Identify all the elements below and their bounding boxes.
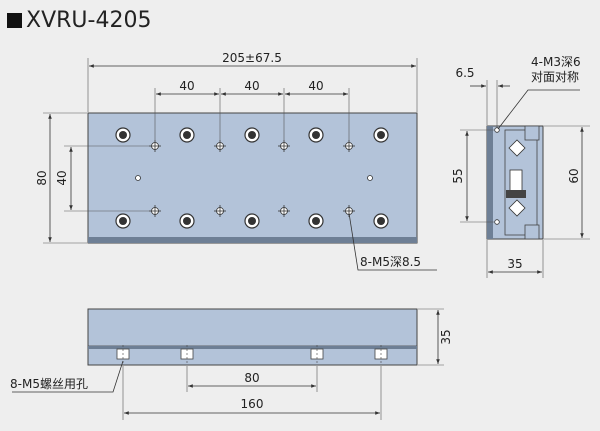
width-label: 80 <box>35 170 49 185</box>
offset-label: 6.5 <box>455 66 474 80</box>
model-name: XVRU-4205 <box>26 8 152 33</box>
title-bullet-square <box>7 13 22 28</box>
lower-v-groove <box>508 199 526 217</box>
pin-hole-right <box>367 175 373 181</box>
front-span-label: 160 <box>241 397 264 411</box>
side-width-label: 35 <box>507 257 522 271</box>
row-spacing-label: 40 <box>55 170 69 185</box>
front-pitch-label: 80 <box>244 371 259 385</box>
screw-hole-callout-leader <box>12 360 124 393</box>
front-view-plate <box>87 308 418 366</box>
front-view: 35 80 160 8-M5螺丝用孔 <box>10 308 453 420</box>
top-view-bottom-edge <box>88 237 417 243</box>
height-label: 60 <box>567 168 581 183</box>
pitch-label-3: 40 <box>308 79 323 93</box>
pin-hole-left <box>135 175 141 181</box>
m3-depth-callout: 4-M3深6 <box>531 55 581 69</box>
front-height-label: 35 <box>439 329 453 344</box>
side-view-carriage-outline <box>504 129 538 236</box>
screw-hole-callout: 8-M5螺丝用孔 <box>10 377 88 391</box>
overall-length-label: 205±67.5 <box>222 51 282 65</box>
side-view: 6.5 4-M3深6 对面对称 55 60 35 <box>451 55 590 278</box>
pitch-label-2: 40 <box>244 79 259 93</box>
m5-callout-leader <box>348 212 437 271</box>
m3-hole-lower <box>494 219 500 225</box>
m3-symmetric-note: 对面对称 <box>531 70 579 84</box>
m5-depth-callout: 8-M5深8.5 <box>360 255 421 269</box>
counterbore-holes-bottom-row <box>115 213 389 229</box>
m3-callout-leader <box>497 89 580 130</box>
side-view-left-edge <box>487 126 493 239</box>
rail-block <box>506 190 526 198</box>
drawing-title: XVRU-4205 <box>7 8 151 33</box>
top-view: 205±67.5 40 40 40 80 40 8-M5深8.5 <box>35 51 437 271</box>
upper-v-groove <box>508 139 526 157</box>
hole-spacing-label: 55 <box>451 168 465 183</box>
pitch-label-1: 40 <box>179 79 194 93</box>
counterbore-holes-top-row <box>115 127 389 143</box>
